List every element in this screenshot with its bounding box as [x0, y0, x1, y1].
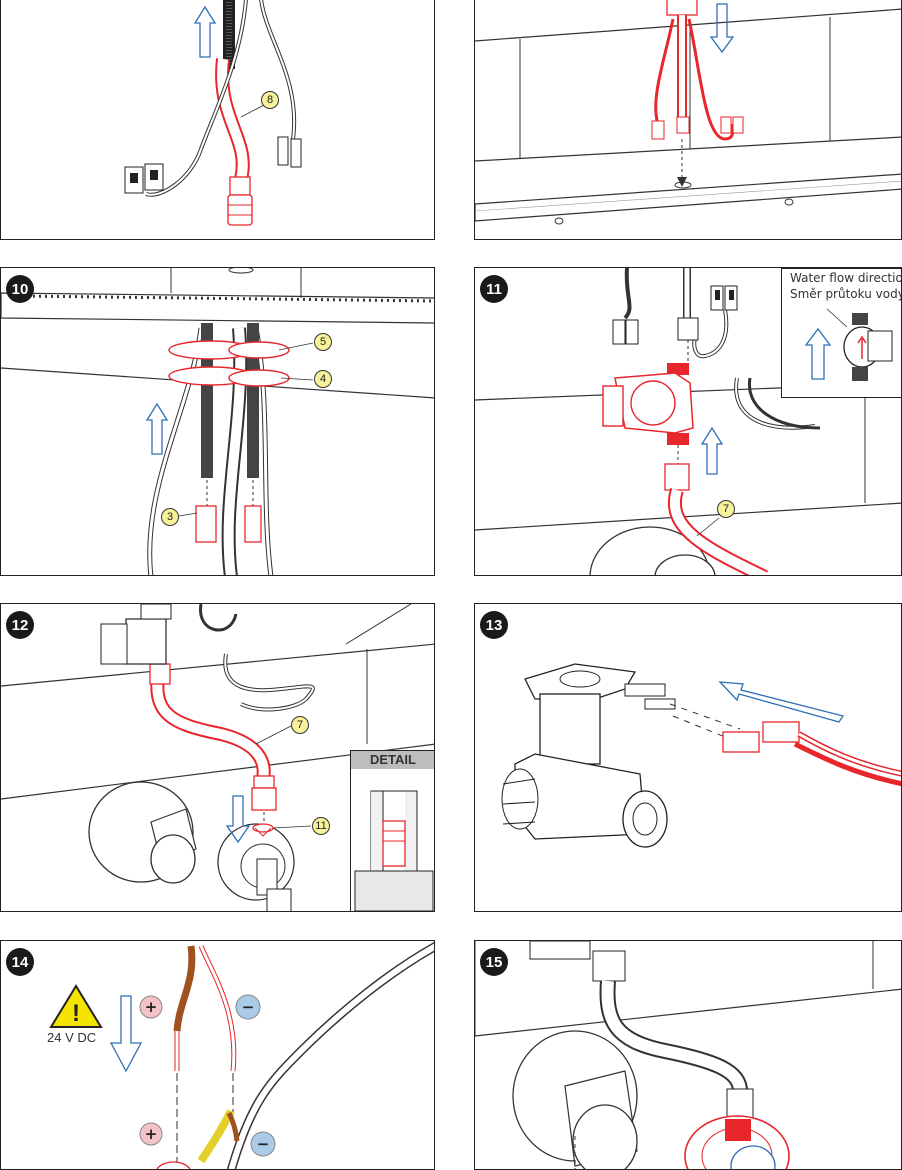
callout-8: 8 [261, 91, 279, 109]
flow-direction-inset: Water flow direction Směr průtoku vody [781, 268, 902, 398]
step-9b-illustration [475, 0, 901, 225]
flow-direction-label-cs: Směr průtoku vody [790, 287, 902, 301]
plus-sign-top: + [145, 998, 158, 1016]
plus-terminal-icon: + [139, 1122, 163, 1146]
warning-triangle-icon: ! [49, 984, 103, 1028]
step-12-illustration [1, 604, 434, 911]
step-11-illustration [475, 268, 901, 575]
detail-cross-section [354, 790, 434, 911]
plus-sign-bottom: + [145, 1125, 158, 1143]
detail-label: DETAIL [351, 751, 434, 769]
step-15-illustration [475, 941, 901, 1169]
flow-arrow-icon [145, 402, 169, 455]
panel-step-12: 12 7 11 DETAIL [0, 603, 435, 912]
step-10-illustration [1, 268, 434, 575]
plus-terminal-icon: + [139, 995, 163, 1019]
step-number-badge: 10 [6, 275, 34, 303]
step-9-illustration [124, 0, 302, 226]
inset-valve-illustration [804, 308, 893, 381]
panel-step-14: ! + − + − [0, 940, 435, 1170]
step-number-badge: 14 [6, 948, 34, 976]
step-number-badge: 11 [480, 275, 508, 303]
flow-direction-label-en: Water flow direction [790, 271, 902, 285]
callout-11: 11 [312, 817, 330, 835]
callout-7: 7 [717, 500, 735, 518]
flow-arrow-icon [804, 327, 832, 380]
minus-terminal-icon: − [235, 994, 261, 1020]
step-14-illustration: ! + − + − [49, 942, 434, 1169]
step-13-illustration [501, 663, 901, 848]
minus-sign-bottom: − [257, 1135, 270, 1153]
step-number-badge: 12 [6, 611, 34, 639]
panel-step-11: 11 7 Water flow direction Směr průtoku v… [474, 267, 902, 576]
flow-arrow-icon [700, 426, 724, 475]
step-number-badge: 15 [480, 948, 508, 976]
panel-step-15: 15 [474, 940, 902, 1170]
flow-arrow-icon [109, 995, 143, 1073]
panel-step-10: 10 5 4 3 [0, 267, 435, 576]
flow-arrow-icon [709, 3, 735, 54]
step-number-badge: 13 [480, 611, 508, 639]
panel-step-9: 8 [0, 0, 435, 240]
flow-arrow-icon [193, 5, 217, 58]
minus-sign-top: − [242, 998, 255, 1016]
callout-4: 4 [314, 370, 332, 388]
panel-step-13: 13 [474, 603, 902, 912]
flow-arrow-icon [718, 681, 845, 723]
callout-3: 3 [161, 508, 179, 526]
flow-arrow-icon [225, 795, 251, 844]
callout-7: 7 [291, 716, 309, 734]
panel-step-9b [474, 0, 902, 240]
detail-inset: DETAIL [350, 750, 434, 911]
minus-terminal-icon: − [250, 1131, 276, 1157]
svg-text:!: ! [72, 1000, 80, 1027]
callout-5: 5 [314, 333, 332, 351]
voltage-label: 24 V DC [47, 1030, 97, 1045]
